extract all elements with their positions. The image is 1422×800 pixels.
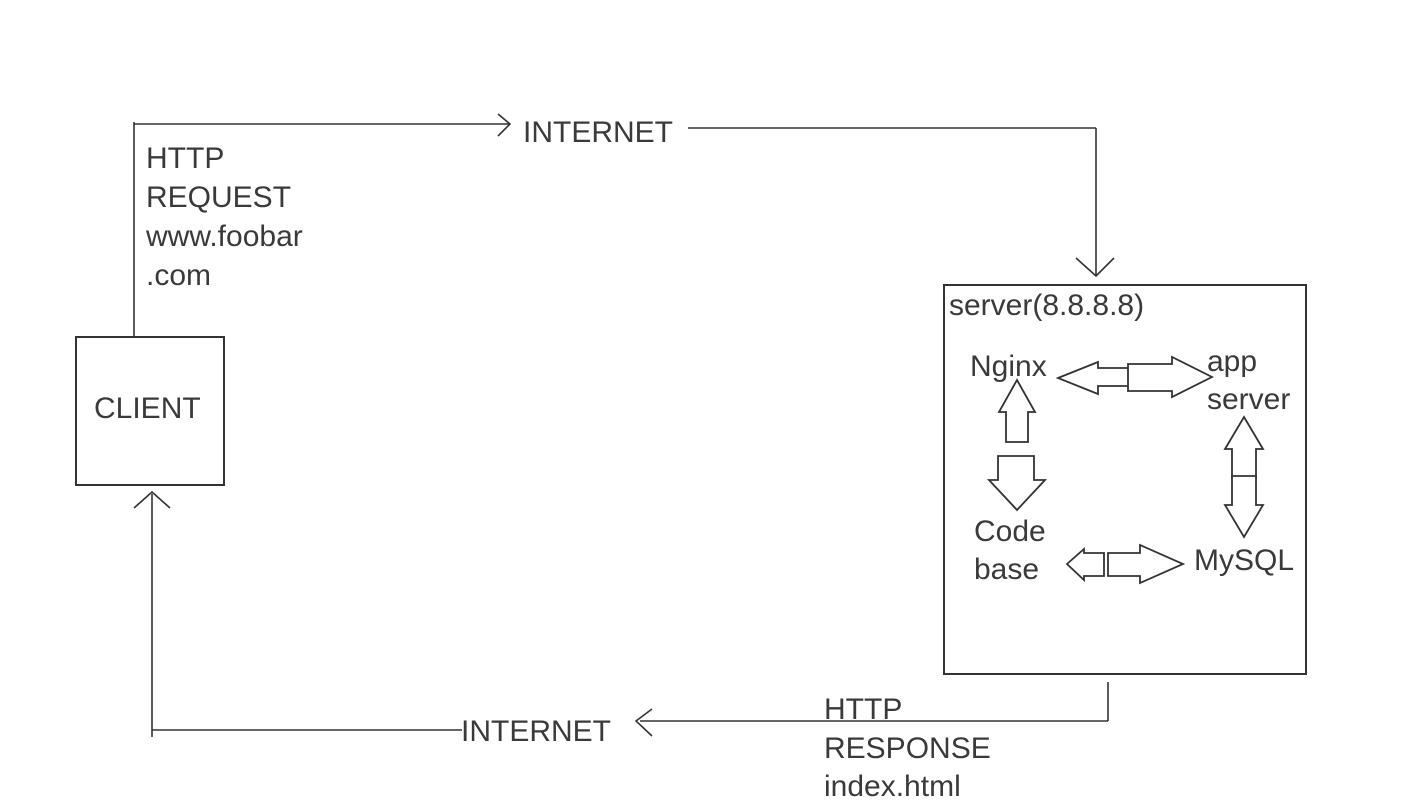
server-arrowhead [1075,257,1115,278]
response-label-response: RESPONSE [824,732,991,765]
response-label-file: index.html [824,770,961,800]
mysql-label: MySQL [1194,544,1294,577]
mysql-to-codebase-arrow [1065,547,1105,583]
nginx-to-codebase-arrow [986,455,1048,512]
request-connector [133,113,1115,337]
internet-bottom-label: INTERNET [461,715,611,748]
app-to-mysql-arrow [1223,475,1265,539]
response-label-http: HTTP [824,693,902,726]
server-title: server(8.8.8.8) [949,289,1144,322]
code-base-label-line1: Code [974,515,1046,548]
client-arrowhead [133,490,171,509]
codebase-to-nginx-arrow [997,378,1037,443]
app-server-label-line1: app [1207,345,1257,378]
client-label: CLIENT [94,392,201,425]
request-label-http: HTTP [146,142,224,175]
nginx-app-right-arrow [1127,355,1215,399]
request-arrowhead [497,113,512,137]
response-connector [133,490,1109,737]
internet-top-label: INTERNET [523,116,673,149]
client-box [75,336,225,486]
request-label-request: REQUEST [146,181,291,214]
request-label-tld: .com [146,259,211,292]
nginx-label: Nginx [970,350,1047,383]
request-label-domain: www.foobar [145,220,303,253]
code-base-label-line2: base [974,553,1039,586]
response-arrowhead [634,708,653,737]
codebase-to-mysql-arrow [1107,543,1186,585]
app-server-label-line2: server [1207,383,1290,416]
